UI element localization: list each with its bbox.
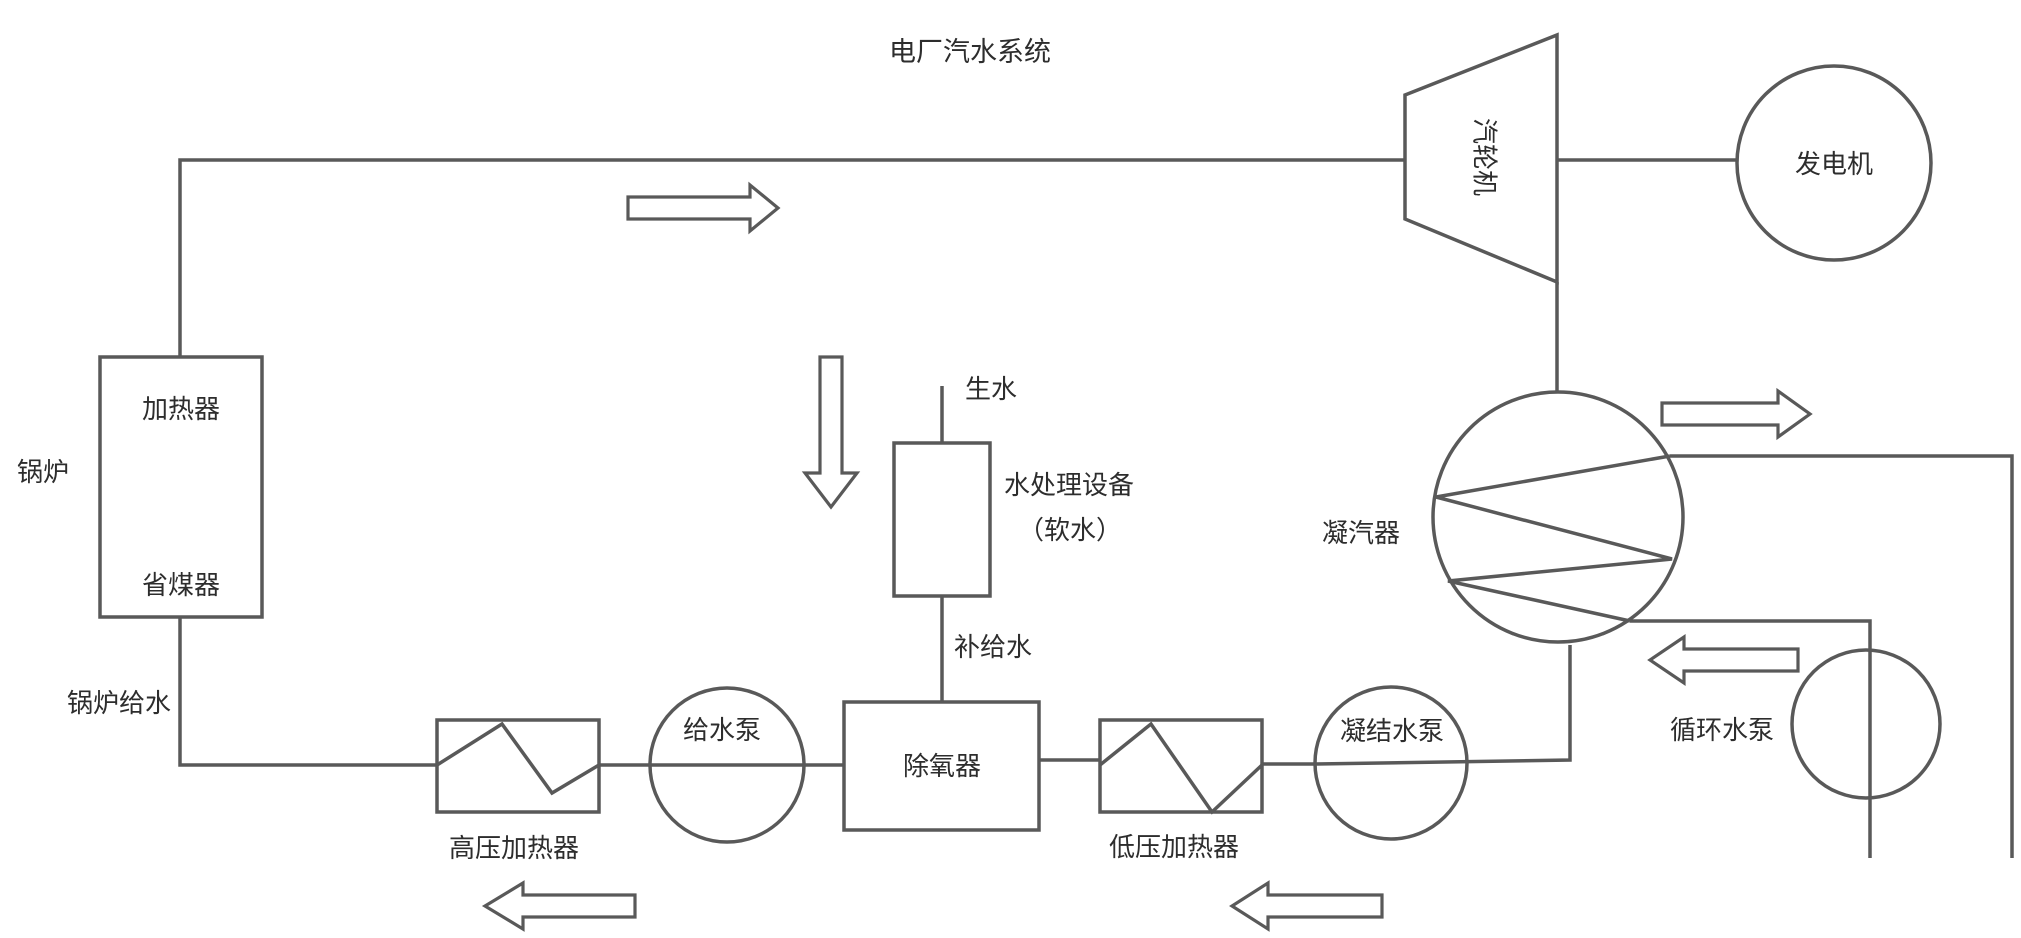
cooling-water-outlet-line bbox=[1670, 454, 2014, 858]
boiler-feedwater-label: 锅炉给水 bbox=[67, 689, 171, 719]
economizer-label: 省煤器 bbox=[142, 571, 220, 601]
circulating-pump-circle bbox=[1790, 648, 1942, 800]
hp-heater-zigzag bbox=[436, 721, 600, 796]
diagram-title: 电厂汽水系统 bbox=[889, 37, 1051, 68]
condensate-pump-circle bbox=[1313, 685, 1469, 841]
heater-label: 加热器 bbox=[142, 395, 220, 425]
turbine-label: 汽轮机 bbox=[1469, 118, 1499, 196]
raw-water-label: 生水 bbox=[965, 375, 1017, 405]
condensate-pump-label: 凝结水泵 bbox=[1340, 717, 1444, 747]
circulating-pump-label: 循环水泵 bbox=[1670, 716, 1774, 746]
cooling-water-inflow-arrow bbox=[1647, 633, 1800, 687]
generator-circle bbox=[1735, 64, 1933, 262]
condenser-cooling-coil bbox=[1435, 454, 1673, 623]
lp-heater-label: 低压加热器 bbox=[1109, 833, 1239, 863]
cooling-water-outflow-arrow bbox=[1660, 387, 1813, 441]
feedwater-flow-arrow bbox=[481, 880, 637, 932]
makeup-water-label: 补给水 bbox=[954, 633, 1032, 663]
condensate-line-pump-to-condenser bbox=[1315, 645, 1572, 766]
water-treatment-label-line1: 水处理设备 bbox=[1004, 471, 1134, 501]
steam-main-line bbox=[178, 158, 1405, 357]
boiler-label: 锅炉 bbox=[17, 458, 69, 488]
condenser-circle bbox=[1431, 390, 1685, 644]
condensate-flow-arrow bbox=[1229, 880, 1384, 932]
steam-turbine bbox=[1403, 32, 1559, 285]
generator-label: 发电机 bbox=[1795, 150, 1873, 180]
cooling-water-inlet-line bbox=[1630, 619, 1872, 858]
water-treatment-label-line2: （软水） bbox=[1018, 516, 1122, 546]
lp-heater-zigzag bbox=[1098, 721, 1264, 815]
steam-flow-arrow bbox=[626, 181, 781, 235]
hp-heater-box bbox=[435, 718, 601, 814]
boiler-feedwater-line bbox=[178, 617, 437, 767]
feed-pump-label: 给水泵 bbox=[683, 716, 761, 746]
water-treatment-box bbox=[892, 441, 992, 598]
feed-pump-circle bbox=[648, 686, 806, 844]
makeup-water-flow-arrow bbox=[801, 355, 861, 510]
hp-heater-label: 高压加热器 bbox=[449, 834, 579, 864]
condenser-label: 凝汽器 bbox=[1322, 519, 1400, 549]
deaerator-label: 除氧器 bbox=[903, 752, 981, 782]
